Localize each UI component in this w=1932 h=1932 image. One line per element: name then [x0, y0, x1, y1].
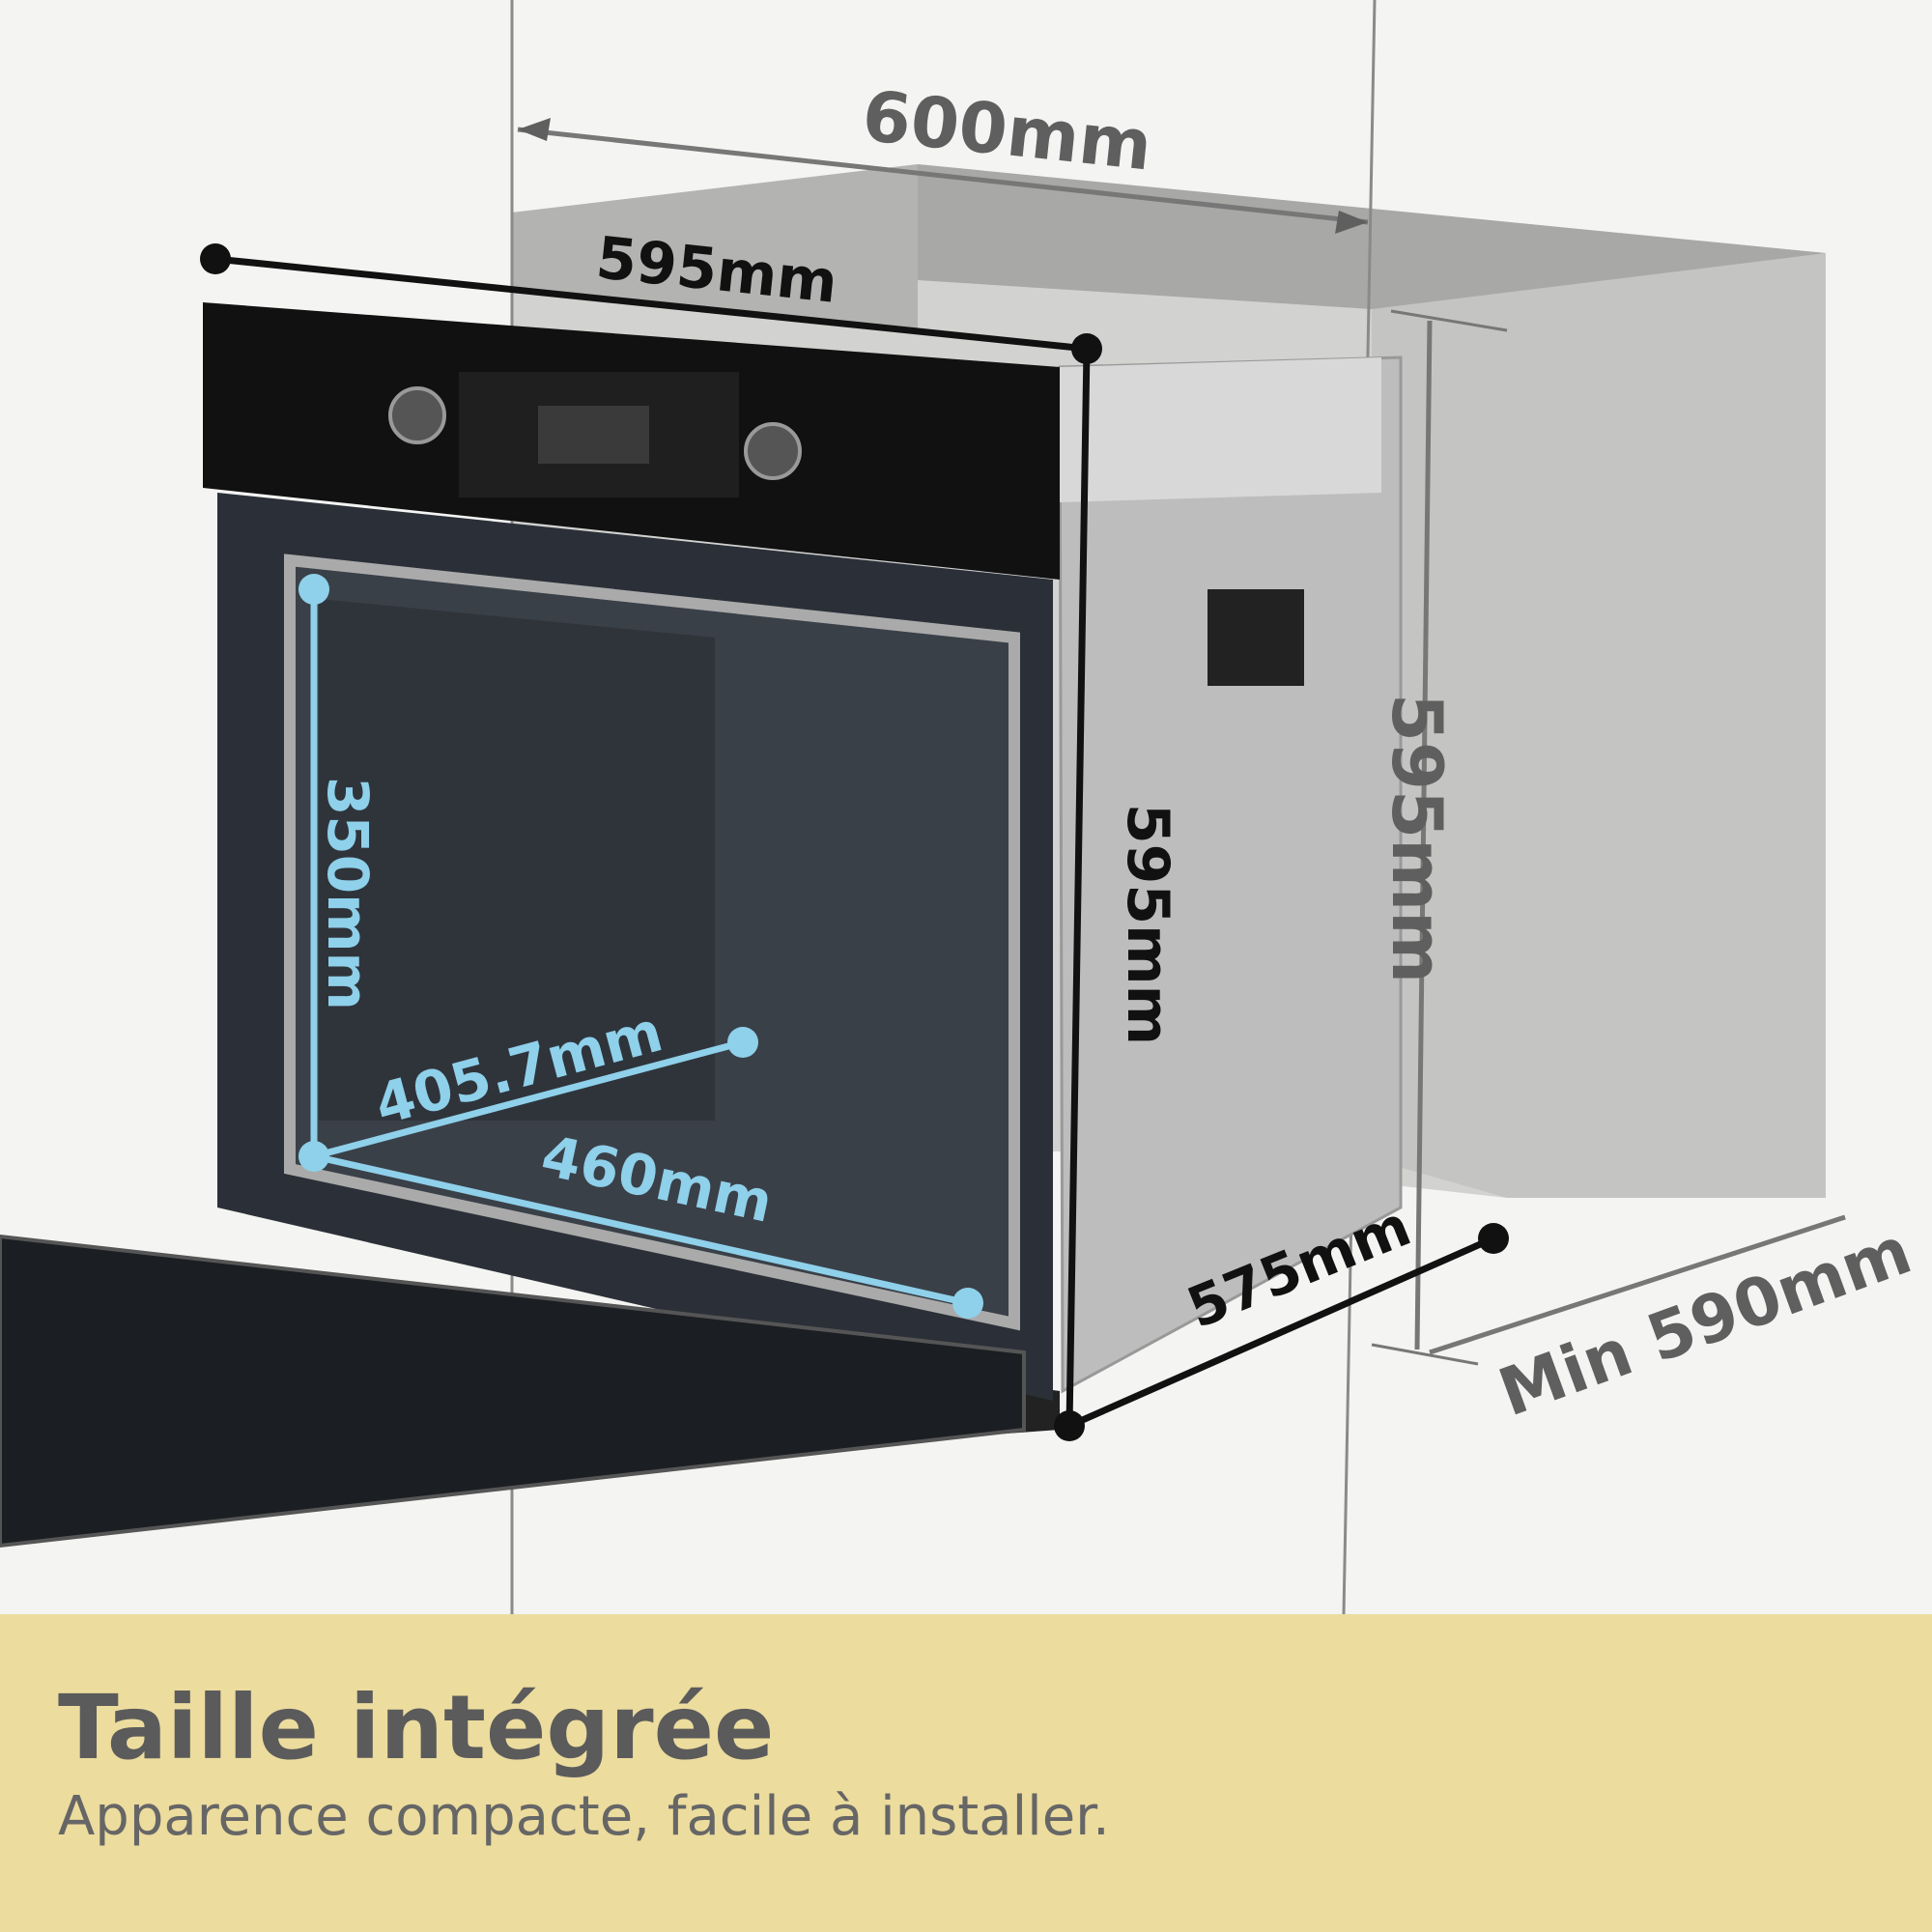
niche-height-label: 595mm: [1377, 694, 1458, 983]
cavity-height-label: 350mm: [315, 777, 381, 1010]
right-knob: [744, 422, 802, 480]
oven-height-label: 595mm: [1114, 804, 1181, 1045]
caption-subtitle: Apparence compacte, facile à installer.: [58, 1785, 1110, 1848]
oven-dimension-illustration: 600mm 595mm Min 590mm 595mm 595mm 575mm …: [0, 0, 1921, 1614]
niche-depth-label: Min 590mm: [1490, 1212, 1921, 1432]
caption-title: Taille intégrée: [58, 1676, 775, 1779]
caption-band: [0, 1614, 1932, 1932]
oven: [0, 302, 1403, 1548]
left-knob: [388, 386, 446, 444]
